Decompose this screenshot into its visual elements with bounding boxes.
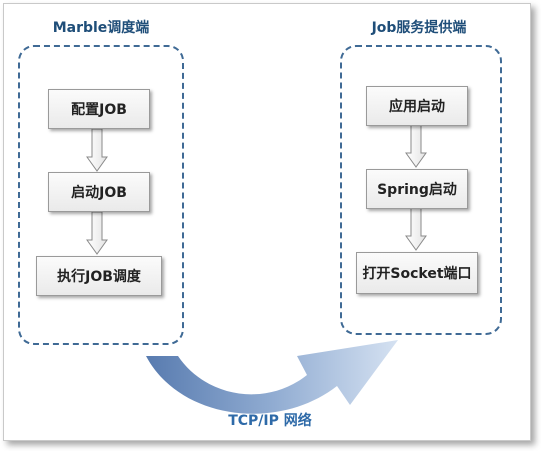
right-step-arrow-2 [405,207,427,251]
left-step-label-2: 启动JOB [71,185,127,201]
right-panel [340,45,502,335]
right-panel-title: Job服务提供端 [371,20,467,36]
right-step-box-3: 打开Socket端口 [356,252,478,294]
diagram-frame [3,3,531,441]
right-step-label-2: Spring启动 [377,182,457,198]
left-step-box-2: 启动JOB [48,172,150,212]
right-step-label-3: 打开Socket端口 [362,266,472,282]
left-step-box-3: 执行JOB调度 [36,256,162,296]
network-arrow [146,340,398,414]
left-panel [18,45,184,345]
left-step-arrow-1 [86,128,108,172]
left-step-box-1: 配置JOB [48,89,150,129]
right-step-box-2: Spring启动 [366,169,468,209]
network-label: TCP/IP 网络 [228,413,312,429]
right-step-label-1: 应用启动 [389,99,445,115]
left-panel-title: Marble调度端 [52,20,150,36]
right-step-box-1: 应用启动 [366,86,468,126]
right-step-arrow-1 [405,124,427,168]
left-step-label-3: 执行JOB调度 [57,269,141,285]
left-step-arrow-2 [86,211,108,255]
left-step-label-1: 配置JOB [71,102,127,118]
